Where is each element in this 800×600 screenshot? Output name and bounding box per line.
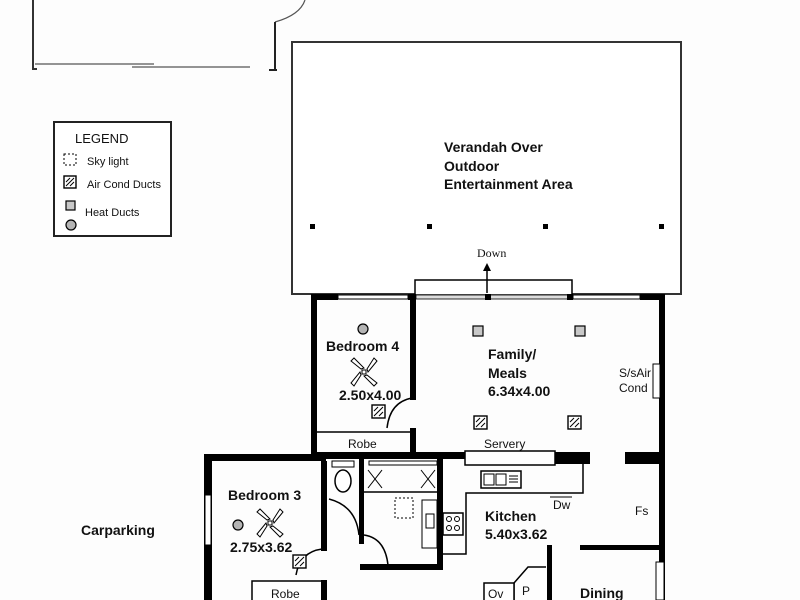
dishwasher-label: Dw	[553, 498, 571, 512]
bedroom-4-size: 2.50x4.00	[339, 387, 401, 403]
verandah-post	[659, 224, 664, 229]
legend-title: LEGEND	[75, 131, 128, 146]
servery-label: Servery	[484, 437, 525, 451]
family-label-line2: Meals	[488, 365, 527, 381]
pantry-label: P	[522, 584, 530, 598]
bedroom-3-robe-label: Robe	[271, 587, 300, 600]
top-structure	[32, 0, 306, 71]
bedroom-4-label: Bedroom 4	[326, 338, 399, 354]
split-system-label-line2: Cond	[619, 381, 648, 395]
skylight-icon	[63, 153, 77, 166]
toilet-icon	[334, 469, 352, 493]
family-size: 6.34x4.00	[488, 383, 550, 399]
split-system-label-line1: S/sAir	[619, 366, 651, 380]
skylight-icon	[394, 497, 414, 519]
family-meals: Family/ Meals 6.34x4.00 Servery S/sAir C…	[472, 325, 651, 451]
verandah-post	[543, 224, 548, 229]
air-cond-duct-icon	[567, 415, 582, 430]
verandah: Verandah Over Outdoor Entertainment Area…	[291, 41, 682, 296]
legend-label-skylight: Sky light	[87, 156, 129, 168]
bedroom-3: Bedroom 3 2.75x3.62 Robe	[228, 487, 307, 600]
kitchen-size: 5.40x3.62	[485, 526, 547, 542]
oven-label: Ov	[488, 587, 503, 600]
house-walls	[204, 294, 665, 600]
verandah-label-line1: Verandah Over	[444, 139, 543, 155]
verandah-post	[427, 224, 432, 229]
bedroom-3-label: Bedroom 3	[228, 487, 301, 503]
heat-duct-circle-icon	[65, 219, 77, 231]
family-label-line1: Family/	[488, 346, 536, 362]
heat-duct-icon	[357, 323, 369, 335]
ceiling-fan-icon	[256, 508, 284, 538]
bedroom-4-robe-label: Robe	[348, 437, 377, 451]
kitchen-label: Kitchen	[485, 508, 536, 524]
dining-label: Dining	[580, 585, 624, 600]
bedroom-3-size: 2.75x3.62	[230, 539, 292, 555]
verandah-label-line2: Outdoor	[444, 158, 500, 174]
carparking-label: Carparking	[81, 522, 155, 538]
heat-duct-icon	[472, 325, 484, 337]
step	[414, 279, 573, 296]
air-cond-duct-icon	[473, 415, 488, 430]
sliding-door	[415, 294, 572, 300]
ceiling-fan-icon	[350, 357, 378, 387]
legend: LEGEND Sky light Air Cond Ducts Heat Duc…	[53, 121, 172, 237]
verandah-post	[310, 224, 315, 229]
verandah-label-line3: Entertainment Area	[444, 176, 573, 192]
heat-duct-icon	[232, 519, 244, 531]
heat-duct-icon	[574, 325, 586, 337]
kitchen: Kitchen 5.40x3.62 Dw Ov P Fs	[485, 498, 648, 600]
air-cond-duct-icon	[292, 554, 307, 569]
bedroom-4: Bedroom 4 2.50x4.00 Robe	[326, 323, 401, 451]
arrow-head-icon	[483, 263, 491, 271]
cooktop-icon	[442, 512, 464, 536]
air-cond-duct-icon	[63, 175, 77, 189]
fridge-space-label: Fs	[635, 504, 648, 518]
servery-bench	[464, 450, 556, 466]
air-cond-duct-icon	[371, 404, 386, 419]
heat-duct-square-icon	[65, 200, 76, 211]
legend-label-heat: Heat Ducts	[85, 207, 140, 219]
stair-label: Down	[477, 246, 506, 260]
legend-label-air-cond: Air Cond Ducts	[87, 179, 161, 191]
